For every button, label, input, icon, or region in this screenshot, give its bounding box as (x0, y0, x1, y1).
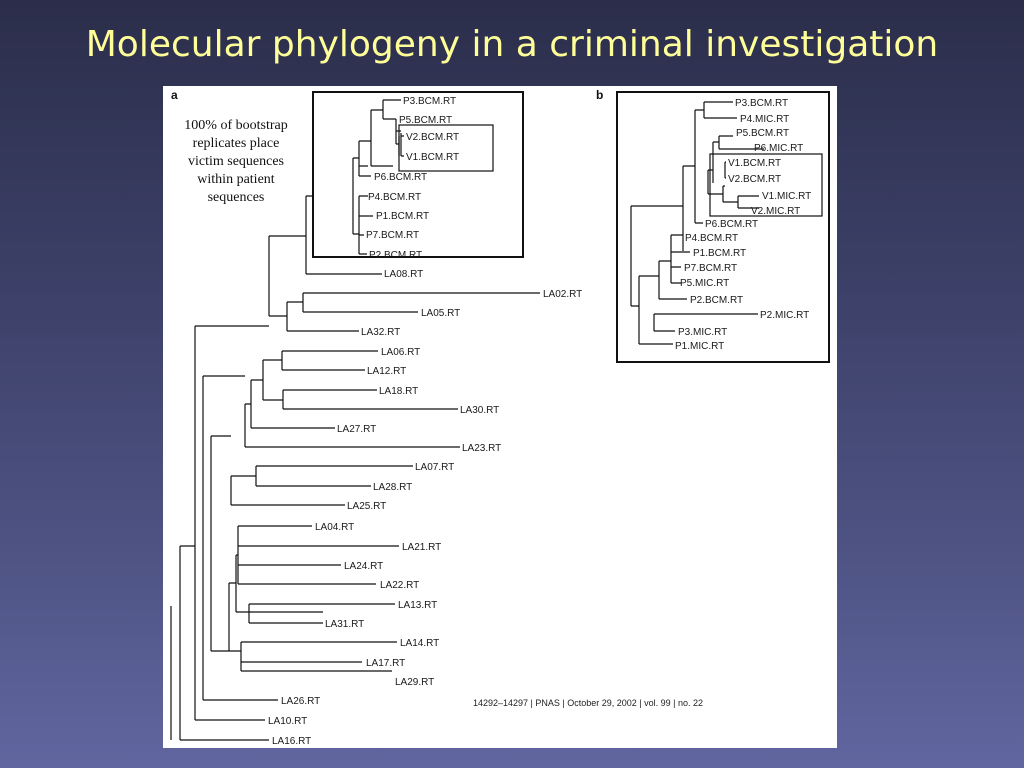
annotation-line: sequences (208, 190, 265, 205)
tree-a-leaf: LA27.RT (337, 424, 376, 435)
phylogeny-tree-svg: a b 100% of bootstrap replicates place v… (170, 88, 830, 747)
tree-a-leaf: P7.BCM.RT (366, 230, 419, 241)
tree-a-leaf: LA06.RT (381, 347, 420, 358)
tree-a-leaf: LA18.RT (379, 386, 418, 397)
citation: 14292–14297 | PNAS | October 29, 2002 | … (473, 698, 703, 708)
tree-a-leaf: LA24.RT (344, 561, 383, 572)
phylogeny-figure: a b 100% of bootstrap replicates place v… (163, 86, 837, 748)
tree-b-leaf: P2.BCM.RT (690, 295, 743, 306)
tree-b-leaf: P6.MIC.RT (754, 143, 803, 154)
panel-b-label: b (596, 88, 603, 102)
annotation-line: 100% of bootstrap (184, 118, 287, 133)
tree-a-leaf-labels: P3.BCM.RT P5.BCM.RT V2.BCM.RT V1.BCM.RT … (268, 96, 582, 747)
tree-b-leaf: V1.MIC.RT (762, 191, 811, 202)
tree-b-leaf: V2.MIC.RT (751, 206, 800, 217)
tree-a-leaf: LA23.RT (462, 443, 501, 454)
tree-a-leaf: LA26.RT (281, 696, 320, 707)
annotation-line: victim sequences (188, 154, 284, 169)
tree-b-leaf: P5.BCM.RT (736, 128, 789, 139)
tree-b-leaf: P1.MIC.RT (675, 341, 724, 352)
tree-a-leaf: LA05.RT (421, 308, 460, 319)
tree-a-leaf: P6.BCM.RT (374, 172, 427, 183)
tree-a-leaf: LA30.RT (460, 405, 499, 416)
tree-a-leaf: LA02.RT (543, 289, 582, 300)
tree-a-leaf: LA16.RT (272, 736, 311, 747)
tree-a-leaf: V1.BCM.RT (406, 152, 459, 163)
tree-a-branches (170, 99, 540, 741)
tree-a-leaf: P2.BCM.RT (369, 250, 422, 261)
tree-a-leaf: LA29.RT (395, 677, 434, 688)
annotation-line: replicates place (193, 136, 280, 151)
tree-a-leaf: LA22.RT (380, 580, 419, 591)
tree-a-leaf: LA04.RT (315, 522, 354, 533)
tree-b-branches (630, 101, 764, 345)
annotation-line: within patient (197, 172, 274, 187)
tree-b-leaf: P7.BCM.RT (684, 263, 737, 274)
tree-a-leaf: LA13.RT (398, 600, 437, 611)
tree-a-leaf: LA10.RT (268, 716, 307, 727)
panel-a-label: a (171, 88, 178, 102)
tree-a-leaf: V2.BCM.RT (406, 132, 459, 143)
tree-b-leaf-labels: P3.BCM.RT P4.MIC.RT P5.BCM.RT P6.MIC.RT … (675, 98, 811, 352)
tree-b-leaf: P1.BCM.RT (693, 248, 746, 259)
victim-box-b (709, 153, 823, 217)
tree-b-leaf: P6.BCM.RT (705, 219, 758, 230)
panel-b-box (616, 91, 830, 363)
slide-title: Molecular phylogeny in a criminal invest… (85, 24, 939, 65)
tree-a-leaf: LA21.RT (402, 542, 441, 553)
tree-a-leaf: P1.BCM.RT (376, 211, 429, 222)
tree-b-leaf: V1.BCM.RT (728, 158, 781, 169)
tree-a-leaf: P3.BCM.RT (403, 96, 456, 107)
patient-victim-cluster-box-a (312, 91, 524, 258)
tree-a-leaf: LA08.RT (384, 269, 423, 280)
tree-a-leaf: LA32.RT (361, 327, 400, 338)
tree-b-leaf: V2.BCM.RT (728, 174, 781, 185)
bootstrap-annotation: 100% of bootstrap replicates place victi… (184, 118, 287, 205)
tree-a-leaf: LA14.RT (400, 638, 439, 649)
tree-a-leaf: LA12.RT (367, 366, 406, 377)
tree-b-leaf: P2.MIC.RT (760, 310, 809, 321)
tree-b-leaf: P4.BCM.RT (685, 233, 738, 244)
tree-a-leaf: LA31.RT (325, 619, 364, 630)
tree-a-leaf: LA28.RT (373, 482, 412, 493)
tree-a-leaf: LA25.RT (347, 501, 386, 512)
tree-b-leaf: P3.BCM.RT (735, 98, 788, 109)
tree-a-leaf: LA07.RT (415, 462, 454, 473)
tree-b-leaf: P4.MIC.RT (740, 114, 789, 125)
tree-a-leaf: P4.BCM.RT (368, 192, 421, 203)
tree-a-leaf: P5.BCM.RT (399, 115, 452, 126)
tree-b-leaf: P3.MIC.RT (678, 327, 727, 338)
tree-b-leaf: P5.MIC.RT (680, 278, 729, 289)
tree-a-leaf: LA17.RT (366, 658, 405, 669)
